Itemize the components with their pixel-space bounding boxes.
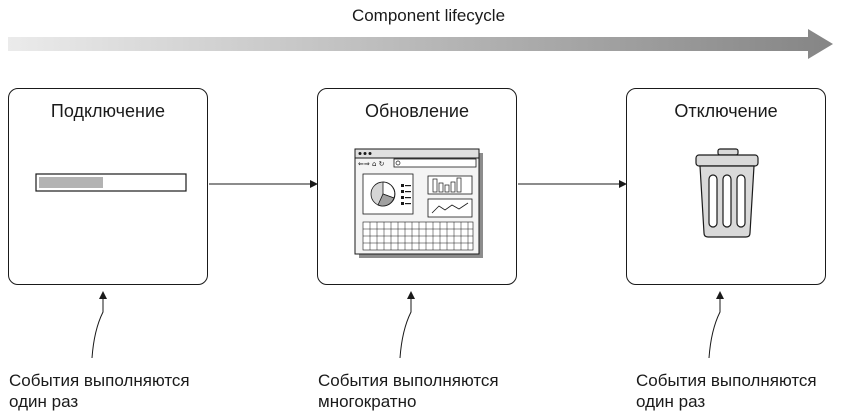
svg-text:⇐⇒ ⌂ ↻: ⇐⇒ ⌂ ↻ — [358, 160, 385, 168]
caption-pointer — [91, 291, 107, 359]
caption-line: один раз — [636, 392, 706, 411]
caption-pointer — [708, 291, 724, 359]
caption-line: многократно — [318, 392, 417, 411]
caption-line: один раз — [9, 392, 79, 411]
progress-bar-icon — [35, 173, 187, 192]
diagram-title: Component lifecycle — [351, 6, 506, 25]
caption-pointer — [399, 291, 415, 359]
caption-unmounting: События выполняются один раз — [636, 370, 817, 412]
stage-unmounting: Отключение — [626, 88, 826, 285]
caption-mounting: События выполняются один раз — [9, 370, 190, 412]
stage-label: Подключение — [50, 101, 166, 121]
caption-line: События выполняются — [318, 371, 499, 390]
lifecycle-arrow — [8, 29, 833, 59]
stage-updating: Обновление ⇐⇒ ⌂ ↻ — [317, 88, 517, 285]
stage-mounting: Подключение — [8, 88, 208, 285]
stage-label: Отключение — [674, 101, 778, 121]
caption-line: События выполняются — [9, 371, 190, 390]
browser-dashboard-icon: ⇐⇒ ⌂ ↻ — [354, 148, 483, 258]
trash-can-icon — [695, 148, 759, 238]
stage-label: Обновление — [365, 101, 469, 121]
caption-line: События выполняются — [636, 371, 817, 390]
caption-updating: События выполняются многократно — [318, 370, 499, 412]
